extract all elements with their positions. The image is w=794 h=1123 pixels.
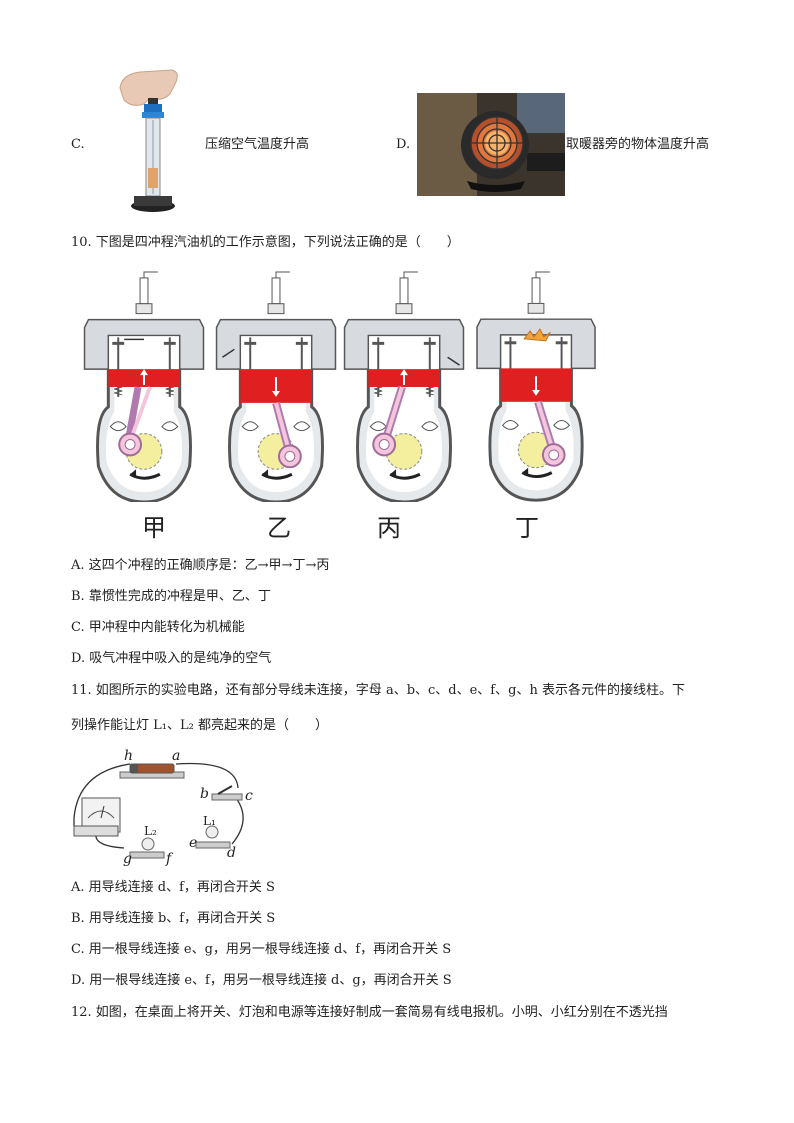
q11-option-c: C. 用一根导线连接 e、g，用另一根导线连接 d、f，再闭合开关 S <box>71 942 452 957</box>
question-11-stem-line1: 11. 如图所示的实验电路，还有部分导线未连接，字母 a、b、c、d、e、f、g… <box>71 683 685 698</box>
q10-option-b: B. 靠惯性完成的冲程是甲、乙、丁 <box>71 589 271 604</box>
terminal-f: f <box>166 851 172 867</box>
engine-diagram-ding <box>472 270 602 510</box>
terminal-g: g <box>123 851 132 867</box>
engine-diagram-bing <box>340 270 470 502</box>
lamp-label-l2: L₂ <box>144 824 157 838</box>
air-pump-photo <box>110 68 190 218</box>
question-10-stem: 10. 下图是四冲程汽油机的工作示意图，下列说法正确的是（ ） <box>71 235 460 250</box>
q10-option-d: D. 吸气冲程中吸入的是纯净的空气 <box>71 651 272 666</box>
option-c-text: 压缩空气温度升高 <box>205 137 310 152</box>
terminal-h: h <box>124 748 134 764</box>
circuit-diagram <box>68 748 258 868</box>
q10-option-c: C. 甲冲程中内能转化为机械能 <box>71 620 245 635</box>
terminal-a: a <box>172 748 181 764</box>
stroke-label-bing: 丙 <box>377 514 401 542</box>
engine-diagram-jia <box>80 270 210 502</box>
q11-option-b: B. 用导线连接 b、f，再闭合开关 S <box>71 911 276 926</box>
terminal-b: b <box>200 786 209 802</box>
stroke-label-yi: 乙 <box>267 514 291 542</box>
q11-option-d: D. 用一根导线连接 e、f，用另一根导线连接 d、g，再闭合开关 S <box>71 973 452 988</box>
stroke-label-ding: 丁 <box>515 514 539 542</box>
stroke-label-jia: 甲 <box>142 514 166 542</box>
question-12-stem: 12. 如图，在桌面上将开关、灯泡和电源等连接好制成一套简易有线电报机。小明、小… <box>71 1005 668 1020</box>
option-c-label: C. <box>71 137 85 152</box>
heater-photo <box>417 93 565 196</box>
terminal-e: e <box>189 835 198 851</box>
q11-option-a: A. 用导线连接 d、f，再闭合开关 S <box>71 880 275 895</box>
lamp-label-l1: L₁ <box>203 814 216 828</box>
terminal-d: d <box>227 845 236 861</box>
q10-option-a: A. 这四个冲程的正确顺序是：乙→甲→丁→丙 <box>71 558 330 573</box>
option-d-text: 取暖器旁的物体温度升高 <box>566 137 710 152</box>
option-d-label: D. <box>396 137 411 152</box>
question-11-stem-line2: 列操作能让灯 L₁、L₂ 都亮起来的是（ ） <box>71 718 328 733</box>
terminal-c: c <box>245 788 253 804</box>
engine-diagram-yi <box>212 270 342 502</box>
